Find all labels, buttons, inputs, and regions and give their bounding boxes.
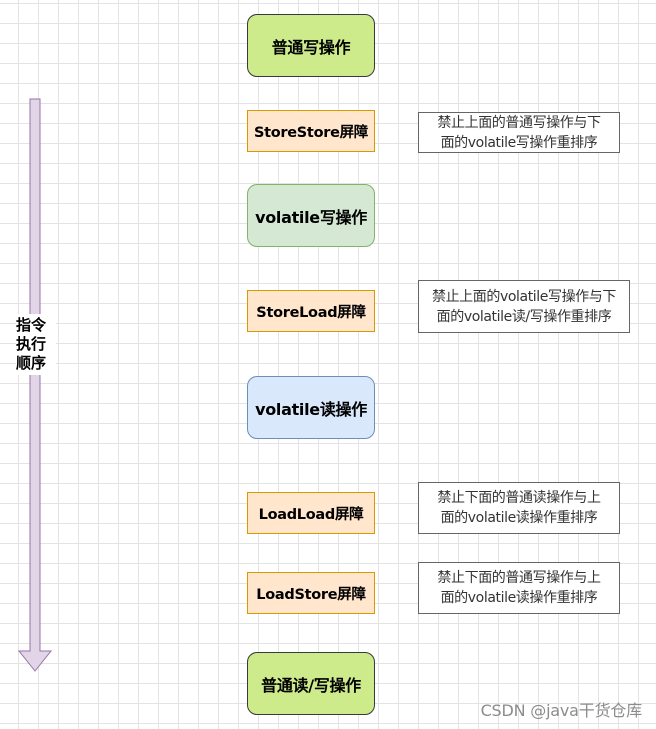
- watermark: CSDN @java干货仓库: [480, 701, 643, 720]
- execution-order-label-line-1: 指令: [16, 316, 47, 334]
- storeload-barrier: StoreLoad屏障: [247, 290, 375, 332]
- loadstore-note-line-1: 禁止下面的普通写操作与上: [437, 570, 601, 586]
- normal-read-write-op: 普通读/写操作: [247, 652, 375, 715]
- storestore-note: 禁止上面的普通写操作与下 面的volatile写操作重排序: [418, 112, 620, 153]
- execution-order-label-line-3: 顺序: [16, 354, 47, 372]
- loadload-note-line-2: 面的volatile读操作重排序: [440, 510, 598, 526]
- execution-order-label: 指令 执行 顺序: [16, 314, 56, 375]
- loadstore-note: 禁止下面的普通写操作与上 面的volatile读操作重排序: [418, 562, 620, 614]
- storeload-note-line-1: 禁止上面的volatile写操作与下: [431, 288, 616, 305]
- volatile-read-op: volatile读操作: [247, 376, 375, 439]
- volatile-write-op: volatile写操作: [247, 184, 375, 247]
- storestore-note-line-2: 面的volatile写操作重排序: [440, 134, 598, 151]
- loadstore-note-line-2: 面的volatile读操作重排序: [440, 590, 598, 606]
- storeload-note: 禁止上面的volatile写操作与下 面的volatile读/写操作重排序: [418, 280, 630, 333]
- execution-order-arrow-shape: [17, 98, 53, 672]
- loadload-note-line-1: 禁止下面的普通读操作与上: [437, 490, 601, 506]
- loadload-note: 禁止下面的普通读操作与上 面的volatile读操作重排序: [418, 482, 620, 534]
- storestore-note-line-1: 禁止上面的普通写操作与下: [437, 114, 601, 131]
- storeload-note-line-2: 面的volatile读/写操作重排序: [436, 308, 612, 325]
- normal-write-op: 普通写操作: [247, 14, 375, 77]
- loadload-barrier: LoadLoad屏障: [247, 492, 375, 534]
- storestore-barrier: StoreStore屏障: [247, 110, 375, 152]
- loadstore-barrier: LoadStore屏障: [247, 572, 375, 614]
- execution-order-label-line-2: 执行: [16, 335, 47, 353]
